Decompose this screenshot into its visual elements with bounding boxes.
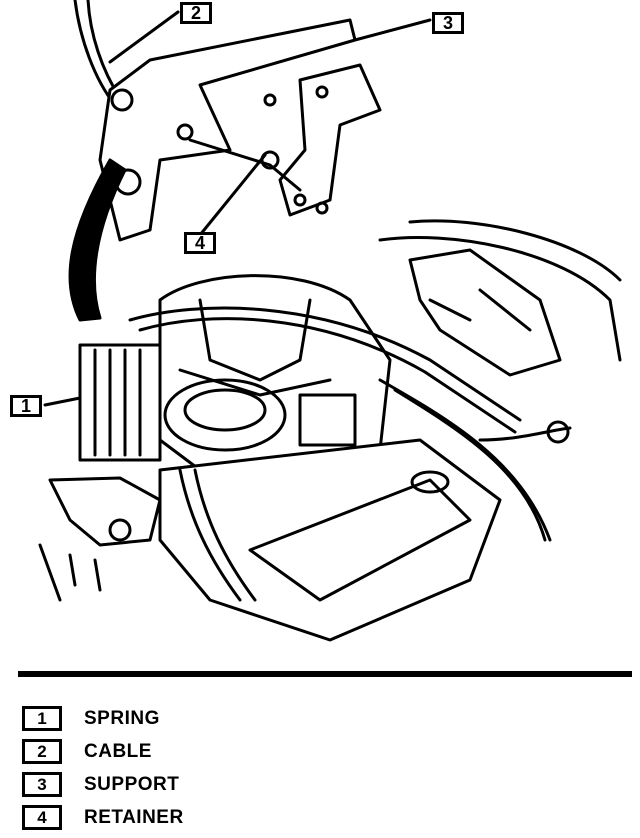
legend-label: SPRING bbox=[84, 708, 160, 729]
cable-line-b bbox=[86, 0, 122, 100]
legend-number: 3 bbox=[22, 772, 62, 797]
legend-label: CABLE bbox=[84, 741, 152, 762]
leader-1 bbox=[43, 396, 82, 407]
legend-number: 4 bbox=[22, 805, 62, 830]
legend-label: SUPPORT bbox=[84, 774, 180, 795]
spring-assembly bbox=[78, 343, 162, 462]
sensor-block bbox=[408, 248, 562, 377]
support-bracket bbox=[98, 18, 357, 242]
legend-label: RETAINER bbox=[84, 807, 184, 828]
linkage-arrow bbox=[68, 158, 127, 322]
leader-3 bbox=[353, 18, 432, 42]
leader-2 bbox=[108, 10, 180, 64]
legend-number: 2 bbox=[22, 739, 62, 764]
leader-4 bbox=[198, 153, 267, 237]
callout-2: 2 bbox=[180, 2, 212, 24]
callout-1: 1 bbox=[10, 395, 42, 417]
divider-rule bbox=[18, 671, 632, 677]
callout-4: 4 bbox=[184, 232, 216, 254]
callout-3: 3 bbox=[432, 12, 464, 34]
legend-number: 1 bbox=[22, 706, 62, 731]
